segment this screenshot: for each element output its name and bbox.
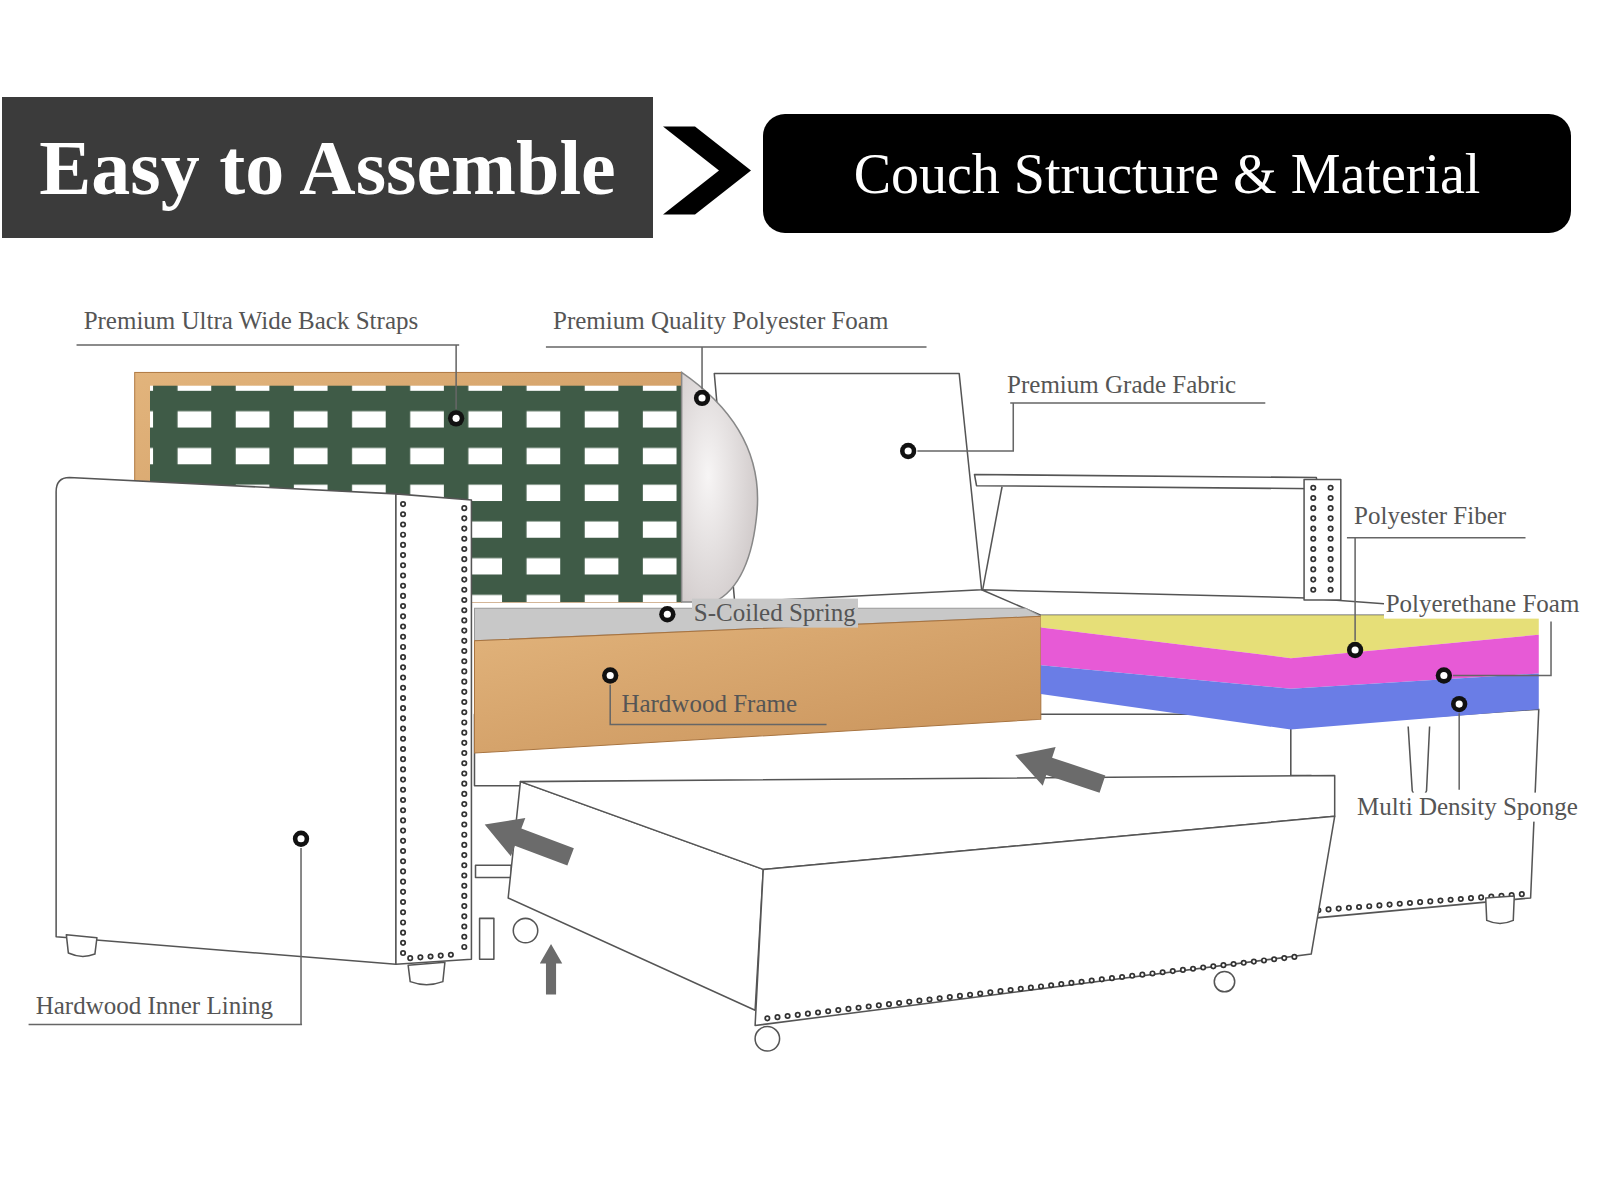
part-label: Multi Density Sponge [1355,793,1580,822]
motion-arrow [477,805,577,876]
caster-wheel [1214,971,1234,991]
hardwood-frame [474,616,1040,753]
studs [767,956,1301,1018]
callout-dot [664,611,671,618]
sofa-leg [408,962,445,984]
motion-arrow [540,944,562,995]
part-label: Premium Grade Fabric [1005,370,1238,399]
leader-line [546,347,927,389]
caster-wheel [513,918,537,942]
part-label: Premium Quality Polyester Foam [551,307,890,336]
studs [403,504,464,958]
callout-dots [293,390,1467,847]
callout-dot [905,447,912,454]
callout-dot [293,831,309,847]
leader-line [77,345,460,409]
rail [476,865,512,877]
pull-out-bed [476,776,1335,1052]
leader-line [1453,621,1551,675]
backrest-top [974,474,1318,488]
callout-dot [453,415,460,422]
leader-line [610,685,826,725]
leader-line [1458,713,1460,790]
studs [403,504,464,958]
callout-dot [694,390,710,406]
studs [767,956,1301,1018]
header-box: Easy to Assemble [2,97,653,238]
motion-arrows [477,736,1108,995]
callout-dot [1347,642,1363,658]
part-label: Hardwood Inner Lining [34,992,275,1021]
arm-front-panel [396,494,472,964]
cushion-layers [1041,615,1539,729]
drawer-front [755,816,1335,1025]
header-text: Easy to Assemble [39,123,615,213]
part-label: Polyerethane Foam [1384,590,1582,619]
sofa-drawing [29,345,1551,1051]
studs [1313,488,1330,594]
motion-arrow [1009,736,1109,804]
part-label: Premium Ultra Wide Back Straps [82,307,421,336]
sofa-leg [66,935,97,957]
callout-dot [1436,667,1452,683]
part-label: Hardwood Frame [619,690,799,719]
part-label: Polyester Fiber [1352,502,1508,531]
storage-handle [1408,727,1429,800]
callout-dot [1352,646,1359,653]
callout-dot [602,667,618,683]
callout-dot [448,410,464,426]
callout-dot [698,394,705,401]
callout-dot [900,443,916,459]
callout-dot [1456,701,1463,708]
callout-dot [659,606,675,622]
rail [480,918,494,959]
leader-lines [29,345,1551,1025]
callout-dot [1451,696,1467,712]
sofa-leg [1486,896,1515,924]
left-arm [56,478,471,985]
caster-wheel [755,1027,779,1051]
right-arm-column [1304,480,1341,600]
leader-line [29,848,302,1025]
part-label: S-Coiled Spring [692,599,858,628]
chevron-arrow [663,127,751,215]
backrest-edge [983,487,1002,590]
header-text: Couch Structure & Material [854,142,1481,206]
header-box: Couch Structure & Material [763,114,1571,233]
callout-dot [607,672,614,679]
leader-line [917,403,1265,451]
studs [1313,488,1330,594]
callout-dot [1440,672,1447,679]
polyester-foam [682,372,758,602]
arm-side-panel [56,478,396,965]
callout-dot [297,835,304,842]
